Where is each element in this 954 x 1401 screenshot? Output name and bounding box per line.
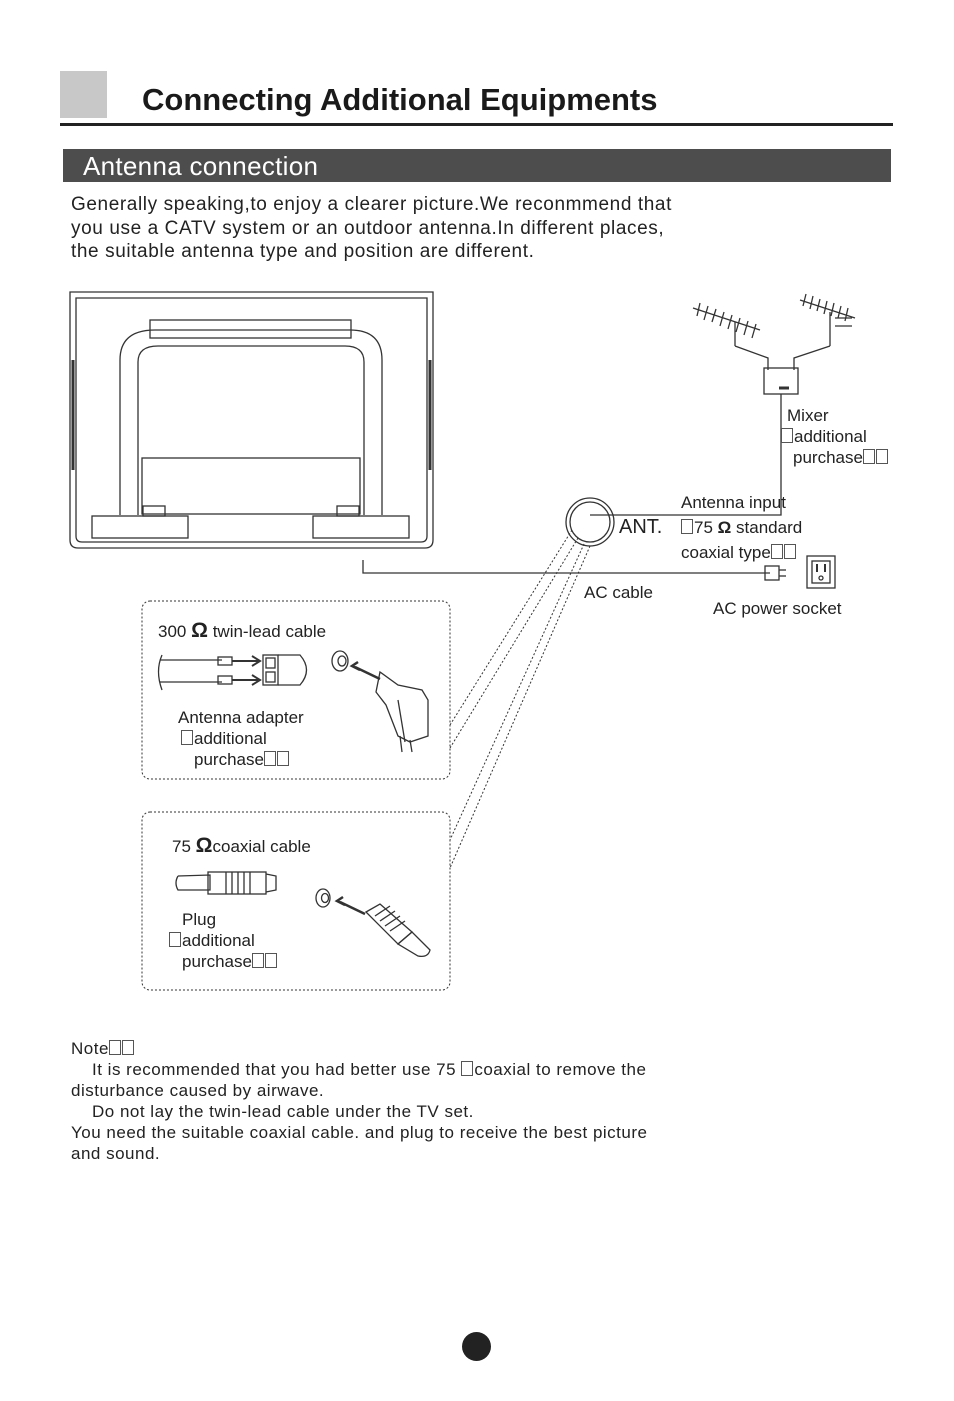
tv-back-illustration	[69, 291, 434, 549]
header-block	[60, 71, 107, 118]
antenna-illustration	[692, 293, 856, 500]
mixer-label-line2: additional	[781, 427, 867, 447]
section-bar: Antenna connection	[63, 149, 891, 182]
note-line: Do not lay the twin-lead cable under the…	[92, 1102, 474, 1121]
ac-cable-label: AC cable	[584, 583, 653, 602]
plug-label: Plug	[182, 910, 217, 929]
note-line: and sound.	[71, 1144, 161, 1163]
adapter-label-line3: purchase	[194, 750, 290, 770]
note-line: You need the suitable coaxial cable. and…	[71, 1123, 648, 1142]
coaxial-illustration	[175, 871, 431, 958]
antenna-input-line3: coaxial type	[681, 543, 797, 563]
note-line: It is recommended that you had better us…	[92, 1060, 647, 1079]
plug-label-line2: additional	[169, 931, 255, 951]
bracket-glyph	[681, 519, 693, 534]
intro-line: you use a CATV system or an outdoor ante…	[71, 217, 665, 239]
note-line: disturbance caused by airwave.	[71, 1081, 325, 1100]
coaxial-box	[141, 811, 451, 991]
ac-socket-illustration	[806, 555, 836, 589]
bracket-glyph	[875, 449, 888, 464]
bracket-glyph	[264, 953, 277, 968]
ac-socket-label: AC power socket	[713, 599, 842, 618]
bracket-glyph	[770, 544, 783, 559]
antenna-input-line2: 75 Ω standard	[681, 518, 802, 538]
twin-lead-label: 300 Ω twin-lead cable	[158, 619, 327, 642]
adapter-label: Antenna adapter	[178, 708, 304, 727]
bracket-glyph	[862, 449, 875, 464]
coaxial-label: 75 Ωcoaxial cable	[172, 834, 311, 857]
intro-paragraph: Generally speaking,to enjoy a clearer pi…	[71, 193, 791, 264]
note-section: Note It is recommended that you had bett…	[71, 1038, 771, 1164]
bracket-glyph	[276, 751, 289, 766]
bracket-glyph	[251, 953, 264, 968]
intro-line: the suitable antenna type and position a…	[71, 241, 535, 262]
page-number-badge	[462, 1332, 491, 1361]
bracket-glyph	[181, 730, 193, 745]
mixer-label-line3: purchase	[793, 448, 889, 468]
bracket-glyph	[121, 1040, 134, 1055]
title-rule	[60, 123, 893, 126]
intro-line: Generally speaking,to enjoy a clearer pi…	[71, 194, 672, 215]
note-title: Note	[71, 1038, 771, 1059]
ant-jack	[565, 497, 615, 547]
ac-cable	[362, 560, 770, 574]
twin-lead-box	[141, 600, 451, 780]
bracket-glyph	[169, 932, 181, 947]
antenna-input-label: Antenna input	[681, 493, 786, 512]
adapter-label-line2: additional	[181, 729, 267, 749]
bracket-glyph	[781, 428, 793, 443]
bracket-glyph	[108, 1040, 121, 1055]
twin-lead-illustration	[157, 650, 429, 753]
bracket-glyph	[783, 544, 796, 559]
ant-label: ANT.	[619, 516, 663, 538]
bracket-glyph	[461, 1061, 474, 1076]
plug-label-line3: purchase	[182, 952, 278, 972]
page-title: Connecting Additional Equipments	[142, 82, 658, 117]
section-title: Antenna connection	[83, 151, 319, 181]
bracket-glyph	[263, 751, 276, 766]
mixer-label: Mixer	[787, 406, 829, 425]
antenna-cable	[590, 500, 782, 516]
